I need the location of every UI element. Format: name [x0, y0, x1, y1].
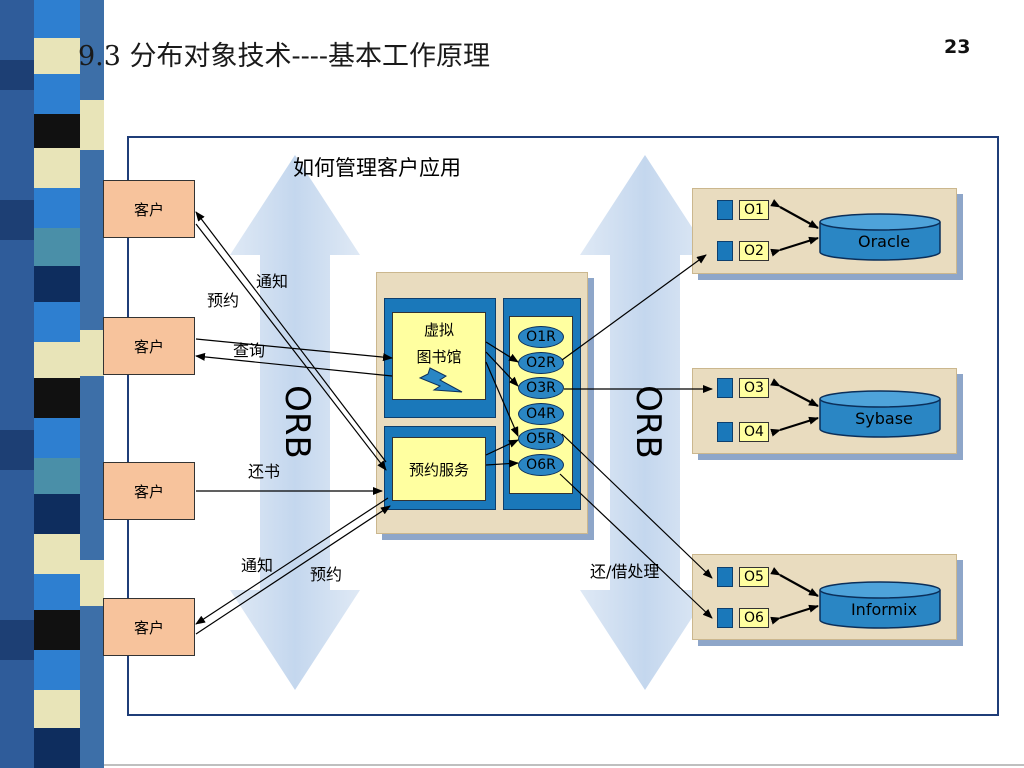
label-reserve-top: 预约 [207, 291, 240, 310]
oracle-label: Oracle [857, 232, 911, 251]
arrow-notify-client1 [195, 211, 387, 463]
object-ref-o5r: O5R [518, 428, 564, 450]
footer-divider [104, 764, 1024, 766]
object-o5-marker [717, 567, 733, 587]
object-o1-marker [717, 200, 733, 220]
informix-cylinder-icon [819, 581, 941, 629]
arrow-o6-informix [770, 604, 819, 625]
left-orb-arrow [230, 155, 360, 690]
arrow-query-to-client2 [195, 352, 393, 377]
arrow-library-o3r [485, 351, 519, 387]
label-notify-top: 通知 [256, 272, 289, 291]
object-o6: O6 [739, 608, 769, 628]
virtual-library-line2: 图书馆 [416, 348, 462, 366]
arrow-o1-oracle [770, 199, 819, 229]
sybase-cylinder-icon [819, 390, 941, 438]
arrow-library-o2r [485, 341, 519, 363]
arrow-reserve-client4 [195, 505, 391, 635]
diagram-heading: 如何管理客户应用 [293, 156, 461, 180]
arrow-query-to-library [195, 338, 393, 362]
arrow-o3-sybase [770, 378, 819, 407]
arrow-o6r-o6 [559, 473, 713, 619]
label-return-borrow: 还/借处理 [590, 562, 660, 581]
oracle-cylinder-icon [819, 213, 941, 261]
object-o5: O5 [739, 567, 769, 587]
virtual-library-line1: 虚拟 [423, 321, 454, 339]
client-box-1: 客户 [103, 180, 195, 238]
right-orb-arrow [580, 155, 710, 690]
object-o2: O2 [739, 241, 769, 261]
object-o3-marker [717, 378, 733, 398]
object-ref-o4r: O4R [518, 403, 564, 425]
arrow-reservation-o5r [485, 439, 519, 456]
slide-title: 9.3 分布对象技术----基本工作原理 [78, 41, 491, 72]
page-number: 23 [944, 36, 971, 58]
label-notify-bottom: 通知 [241, 556, 274, 575]
object-o6-marker [717, 608, 733, 628]
arrow-reservation-o6r [485, 459, 519, 468]
arrow-notify-client4 [195, 497, 389, 625]
object-ref-o3r: O3R [518, 377, 564, 399]
object-o3: O3 [739, 378, 769, 398]
reservation-service-box: 预约服务 [392, 437, 486, 501]
diagram-frame [127, 136, 999, 716]
virtual-library-box: 虚拟 图书馆 [392, 312, 486, 400]
arrow-o2r-o1 [561, 254, 707, 361]
object-o2-marker [717, 241, 733, 261]
client-box-3: 客户 [103, 462, 195, 520]
arrow-o5-informix [770, 567, 819, 597]
object-ref-o1r: O1R [518, 326, 564, 348]
arrow-o2-oracle [770, 236, 819, 257]
object-o4: O4 [739, 422, 769, 442]
sybase-label: Sybase [855, 409, 913, 428]
client-box-2: 客户 [103, 317, 195, 375]
decorative-sidebar [0, 0, 104, 768]
label-reserve-bottom: 预约 [310, 565, 343, 584]
object-o4-marker [717, 422, 733, 442]
arrow-library-o5r [485, 361, 519, 437]
object-ref-o2r: O2R [518, 352, 564, 374]
client-box-4: 客户 [103, 598, 195, 656]
object-o1: O1 [739, 200, 769, 220]
informix-label: Informix [850, 600, 918, 619]
label-query: 查询 [233, 341, 266, 360]
arrow-o5r-o5 [561, 433, 713, 579]
label-return-book: 还书 [248, 462, 281, 481]
arrow-o4-sybase [770, 416, 819, 437]
arrow-reserve-client1 [195, 223, 387, 471]
object-ref-o6r: O6R [518, 454, 564, 476]
